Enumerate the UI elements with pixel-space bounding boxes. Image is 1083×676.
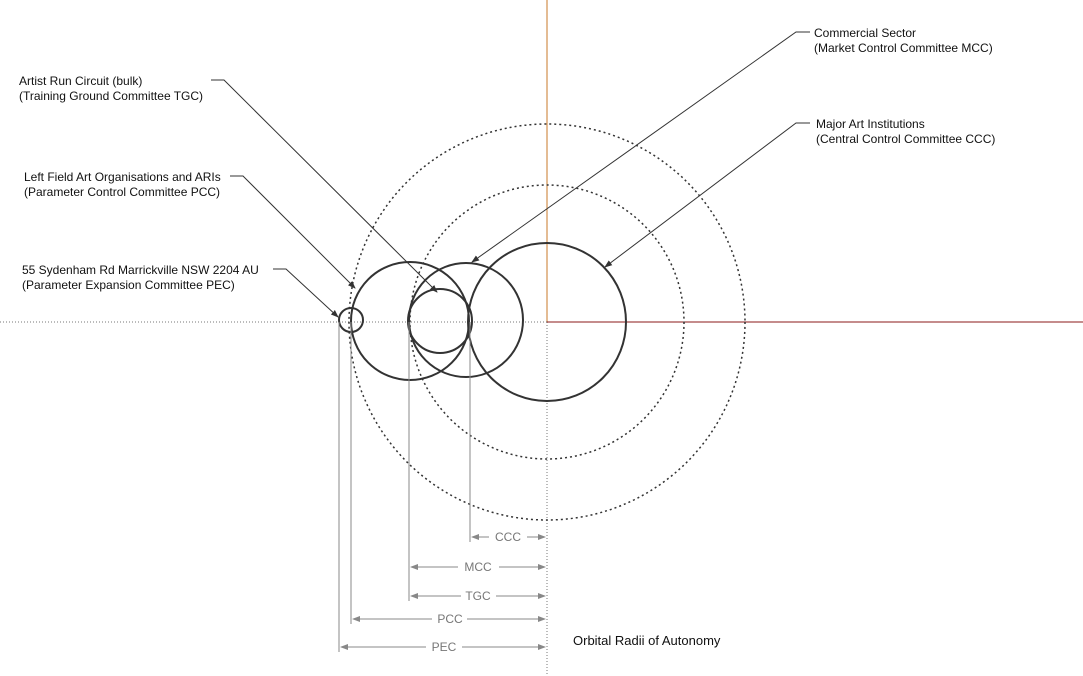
dimension-pec-label: PEC <box>432 640 457 654</box>
label-sydenham-line2: (Parameter Expansion Committee PEC) <box>22 278 235 292</box>
leader-leftfield <box>230 175 356 289</box>
label-major-line2: (Central Control Committee CCC) <box>816 132 995 146</box>
label-leftfield-line2: (Parameter Control Committee PCC) <box>24 185 220 199</box>
dimension-pcc-label: PCC <box>437 612 463 626</box>
label-leftfield: Left Field Art Organisations and ARIs (P… <box>24 170 224 199</box>
leader-artist <box>211 79 438 293</box>
commercial-circle <box>408 262 524 378</box>
label-artist-line1: Artist Run Circuit (bulk) <box>19 74 142 88</box>
dimension-ccc-label: CCC <box>495 530 521 544</box>
leader-major <box>604 122 810 268</box>
dimension-mcc-label: MCC <box>464 560 492 574</box>
label-commercial-line2: (Market Control Committee MCC) <box>814 41 993 55</box>
leftfield-circle <box>350 261 470 381</box>
leader-commercial <box>471 31 810 263</box>
dimension-mcc: MCC <box>410 560 546 574</box>
label-leftfield-line1: Left Field Art Organisations and ARIs <box>24 170 221 184</box>
dimension-tgc: TGC <box>410 589 546 603</box>
label-major-line1: Major Art Institutions <box>816 117 925 131</box>
dimension-ccc: CCC <box>471 530 546 544</box>
label-artist: Artist Run Circuit (bulk) (Training Grou… <box>19 74 203 103</box>
label-major: Major Art Institutions (Central Control … <box>816 117 995 146</box>
orbit-outer <box>348 123 746 521</box>
dimension-pcc: PCC <box>352 612 546 626</box>
label-artist-line2: (Training Ground Committee TGC) <box>19 89 203 103</box>
label-sydenham-line1: 55 Sydenham Rd Marrickville NSW 2204 AU <box>22 263 259 277</box>
dimension-pec: PEC <box>340 640 546 654</box>
artist-run-circle <box>407 288 473 354</box>
dimension-tgc-label: TGC <box>465 589 491 603</box>
diagram-title: Orbital Radii of Autonomy <box>573 633 721 648</box>
label-sydenham: 55 Sydenham Rd Marrickville NSW 2204 AU … <box>22 263 262 292</box>
label-commercial: Commercial Sector (Market Control Commit… <box>814 26 993 55</box>
leader-sydenham <box>273 268 339 318</box>
label-commercial-line1: Commercial Sector <box>814 26 916 40</box>
